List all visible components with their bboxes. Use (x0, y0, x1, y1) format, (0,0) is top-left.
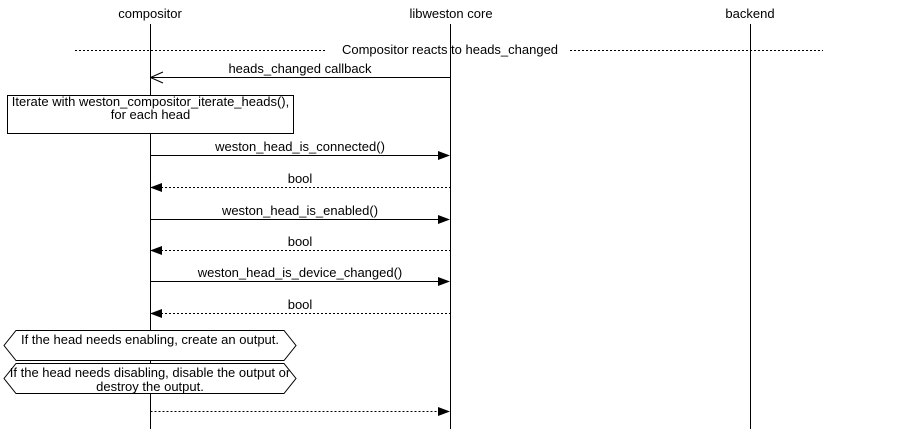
message-label-bool-3: bool (287, 297, 313, 312)
filled-arrowhead-left (150, 183, 162, 192)
condition-hexagon-2 (3, 363, 297, 394)
filled-arrowhead-right (438, 407, 450, 416)
filled-arrowhead-left (150, 309, 162, 318)
condition-text-enabling: If the head needs enabling, create an ou… (20, 332, 280, 347)
message-label-bool-2: bool (287, 234, 313, 249)
condition-hexagon-1 (3, 330, 297, 361)
note-text: Iterate with weston_compositor_iterate_h… (11, 94, 290, 122)
note-box (7, 95, 294, 134)
actor-label-backend: backend (725, 6, 775, 21)
message-label-weston-head-is-device-changed: weston_head_is_device_changed() (197, 265, 403, 280)
filled-arrowhead-right (438, 151, 450, 160)
actor-label-compositor: compositor (118, 6, 182, 21)
open-arrowhead-left (150, 77, 164, 84)
filled-arrowhead-right (438, 277, 450, 286)
open-arrowhead-left (150, 71, 164, 78)
condition-text-disabling: If the head needs disabling, disable the… (9, 365, 291, 394)
divider-label: Compositor reacts to heads_changed (341, 42, 559, 57)
actor-label-libweston-core: libweston core (409, 6, 493, 21)
message-label-bool-1: bool (287, 171, 313, 186)
message-label-heads-changed-callback: heads_changed callback (228, 61, 372, 76)
filled-arrowhead-right (438, 215, 450, 224)
message-label-weston-head-is-enabled: weston_head_is_enabled() (221, 203, 379, 218)
message-label-weston-head-is-connected: weston_head_is_connected() (215, 139, 385, 154)
filled-arrowhead-left (150, 246, 162, 255)
